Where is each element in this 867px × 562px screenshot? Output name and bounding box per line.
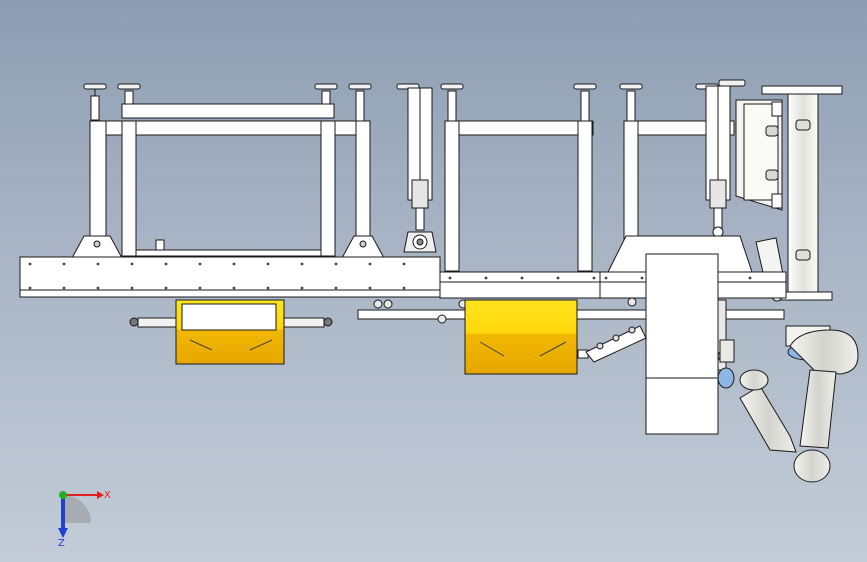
support-foot	[314, 83, 338, 112]
central-column-block	[645, 253, 727, 435]
z-axis-label: Z	[58, 538, 65, 548]
bolt-dot	[232, 286, 236, 290]
bolt-dot	[198, 286, 202, 290]
hopper-middle	[464, 299, 589, 375]
support-foot	[348, 83, 372, 122]
forearm	[739, 385, 797, 453]
robot-arm	[717, 325, 859, 483]
bolt-dot	[300, 286, 304, 290]
bolt-dot	[448, 276, 452, 280]
hopper-left	[129, 299, 333, 365]
bolt-dot	[198, 262, 202, 266]
support-foot	[83, 83, 107, 121]
y-axis-dot	[59, 491, 67, 499]
bolt-dot	[164, 286, 168, 290]
frame-post	[89, 120, 107, 247]
cross-beam	[444, 120, 594, 136]
axis-plane-shade	[63, 495, 91, 523]
bolt-dot	[334, 262, 338, 266]
middle-frame	[444, 120, 594, 272]
robot-tool	[719, 339, 735, 363]
bolt-dot	[96, 262, 100, 266]
support-foot	[619, 83, 643, 122]
bolt-dot	[604, 276, 608, 280]
beam-segment-1	[19, 256, 441, 298]
linkage-arm	[585, 325, 647, 363]
hopper-axle	[137, 317, 177, 328]
top-rail	[121, 103, 335, 119]
bolt-dot	[62, 262, 66, 266]
bolt-dot	[130, 286, 134, 290]
beam-bolt-row	[28, 262, 752, 290]
hopper-axle	[283, 317, 325, 328]
x-axis-label: X	[104, 490, 111, 501]
bolt-dot	[130, 262, 134, 266]
bolt-dot	[28, 286, 32, 290]
bolt-dot	[484, 276, 488, 280]
vertical-column	[755, 85, 843, 302]
bolt-dot	[402, 262, 406, 266]
frame-post	[355, 120, 371, 247]
wrist-joint	[739, 369, 769, 391]
bolt-dot	[368, 262, 372, 266]
bolt-dot	[28, 262, 32, 266]
bolt-dot	[300, 262, 304, 266]
elbow-joint	[793, 449, 831, 483]
bolt-dot	[266, 262, 270, 266]
sensor-bracket	[155, 239, 165, 251]
pneumatic-cylinder-left	[403, 87, 437, 253]
support-foot	[573, 83, 597, 122]
pneumatic-cylinder-right	[705, 85, 731, 238]
frame-post	[444, 120, 460, 272]
bolt-dot	[402, 286, 406, 290]
bolt-dot	[164, 262, 168, 266]
gearbox-housing	[735, 99, 783, 211]
bolt-dot	[520, 276, 524, 280]
bolt-dot	[592, 276, 596, 280]
upper-arm	[799, 369, 837, 449]
bolt-dot	[62, 286, 66, 290]
bolt-dot	[368, 286, 372, 290]
beam-segment-2	[439, 271, 601, 299]
bolt-dot	[556, 276, 560, 280]
frame-post	[320, 120, 336, 257]
bolt-dot	[232, 262, 236, 266]
frame-post	[577, 120, 593, 272]
floor-plate	[135, 249, 322, 257]
bolt-dot	[334, 286, 338, 290]
frame-post	[121, 120, 137, 257]
left-frame	[71, 103, 385, 259]
bolt-dot	[96, 286, 100, 290]
support-foot	[440, 83, 464, 122]
bolt-dot	[748, 276, 752, 280]
bolt-dot	[266, 286, 270, 290]
coordinate-axis-triad: X Z	[58, 490, 111, 548]
bolt-dot	[640, 276, 644, 280]
